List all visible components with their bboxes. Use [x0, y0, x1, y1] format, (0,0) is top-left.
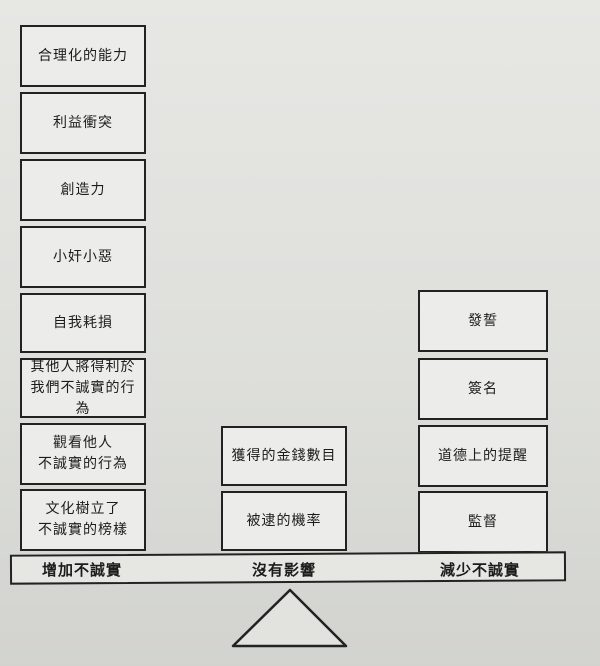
factor-box: 觀看他人 不誠實的行為	[20, 423, 146, 485]
factor-label: 道德上的提醒	[438, 447, 528, 464]
factor-label: 被逮的機率	[246, 512, 322, 529]
fulcrum-triangle	[231, 588, 348, 648]
factor-box: 道德上的提醒	[418, 425, 548, 487]
beam-label-decrease: 減少不誠實	[440, 561, 521, 579]
factor-box: 創造力	[20, 159, 146, 221]
factor-box: 利益衝突	[20, 92, 146, 154]
factor-box: 小奸小惡	[20, 226, 146, 288]
factor-label: 利益衝突	[53, 114, 113, 131]
factor-box: 文化樹立了 不誠實的榜樣	[20, 489, 146, 551]
beam-label-increase: 增加不誠實	[42, 561, 123, 579]
factor-box: 其他人將得利於 我們不誠實的行為	[20, 358, 146, 418]
factor-label: 簽名	[468, 380, 498, 397]
factor-label-line-2: 不誠實的榜樣	[38, 522, 128, 538]
factor-label: 合理化的能力	[38, 47, 128, 64]
factor-box: 監督	[418, 491, 548, 553]
factor-label-line-2: 我們不誠實的行為	[30, 379, 136, 417]
factor-label: 發誓	[468, 312, 498, 329]
factor-box: 被逮的機率	[221, 491, 347, 551]
factor-box: 獲得的金錢數目	[221, 426, 347, 486]
factor-label: 小奸小惡	[53, 248, 113, 265]
factor-label: 創造力	[60, 181, 106, 198]
factor-label-line-2: 不誠實的行為	[38, 456, 128, 472]
factor-label-line-1: 觀看他人	[53, 435, 113, 451]
factor-label-line-1: 其他人將得利於	[30, 358, 136, 375]
factor-label-line-1: 文化樹立了	[45, 501, 121, 517]
factor-label: 獲得的金錢數目	[231, 447, 337, 464]
factor-box: 合理化的能力	[20, 25, 146, 87]
factor-label: 自我耗損	[53, 314, 113, 331]
factor-box: 簽名	[418, 358, 548, 420]
beam-label-no-effect: 沒有影響	[252, 561, 317, 579]
factor-box: 自我耗損	[20, 293, 146, 353]
factor-box: 發誓	[418, 290, 548, 352]
factor-label: 監督	[468, 513, 498, 530]
